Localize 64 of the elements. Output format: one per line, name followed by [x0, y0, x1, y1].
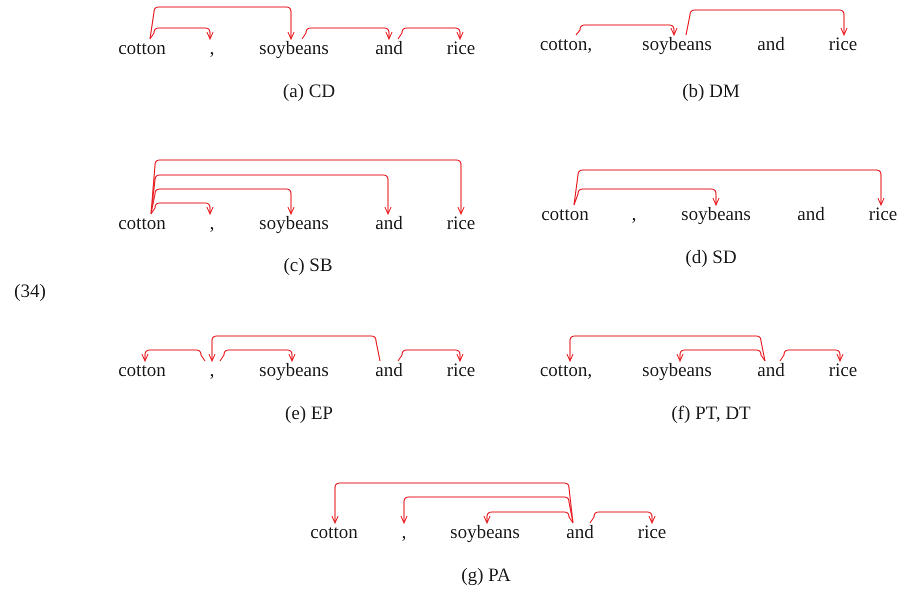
word: soybeans: [259, 214, 329, 234]
word: soybeans: [450, 523, 520, 543]
word: cotton,: [540, 35, 592, 55]
word: ,: [210, 214, 214, 234]
word: cotton: [541, 205, 589, 225]
word: cotton: [118, 361, 166, 381]
panel-caption: (e) EP: [285, 403, 333, 425]
word: and: [375, 214, 403, 234]
dependency-arc: [576, 24, 678, 36]
word: and: [757, 361, 785, 381]
word: cotton,: [540, 361, 592, 381]
word: cotton: [310, 523, 358, 543]
word: ,: [210, 361, 214, 381]
dependency-arc: [483, 511, 574, 524]
dependency-arc: [220, 349, 296, 362]
word: and: [375, 361, 403, 381]
dependency-arc: [150, 27, 214, 40]
word: ,: [402, 523, 406, 543]
dependency-arc: [149, 6, 295, 40]
dependency-arc: [208, 335, 381, 362]
panel-caption: (d) SD: [685, 247, 737, 269]
word: and: [566, 523, 594, 543]
word: rice: [446, 39, 476, 59]
word: rice: [446, 361, 476, 381]
panel-caption: (b) DM: [682, 81, 740, 103]
word: rice: [638, 523, 666, 543]
word: rice: [828, 35, 858, 55]
dependency-arc: [398, 27, 464, 40]
word: and: [375, 39, 403, 59]
dependency-arc: [150, 202, 214, 214]
dependency-arc: [400, 496, 574, 524]
word: cotton: [118, 39, 166, 59]
panel-caption: (g) PA: [461, 565, 511, 587]
word: and: [757, 35, 785, 55]
dependency-arc: [398, 349, 464, 362]
dependency-arc: [676, 349, 766, 362]
word: ,: [632, 205, 636, 225]
word: soybeans: [259, 361, 329, 381]
dependency-arc: [302, 27, 393, 40]
panel-caption: (f) PT, DT: [671, 403, 751, 425]
word: soybeans: [681, 205, 751, 225]
panel-caption: (c) SB: [283, 255, 333, 277]
dependency-arc: [141, 349, 206, 362]
dependency-arc: [590, 511, 656, 524]
word: and: [797, 205, 825, 225]
word: rice: [446, 214, 476, 234]
word: rice: [828, 361, 858, 381]
word: cotton: [118, 214, 166, 234]
word: ,: [210, 39, 214, 59]
dependency-arc: [150, 174, 392, 214]
dependency-arc: [566, 335, 766, 362]
dependency-arc: [573, 188, 720, 206]
word: soybeans: [259, 39, 329, 59]
dependency-arc: [150, 159, 465, 214]
dependency-arc: [150, 188, 295, 214]
dependency-arc: [685, 9, 848, 36]
word: soybeans: [642, 361, 712, 381]
dependency-arc: [780, 349, 844, 362]
panel-caption: (a) CD: [282, 81, 336, 103]
word: soybeans: [642, 35, 712, 55]
word: rice: [868, 205, 898, 225]
example-number: (34): [14, 281, 46, 303]
dependency-arc: [573, 169, 885, 206]
dependency-arc: [331, 482, 574, 524]
